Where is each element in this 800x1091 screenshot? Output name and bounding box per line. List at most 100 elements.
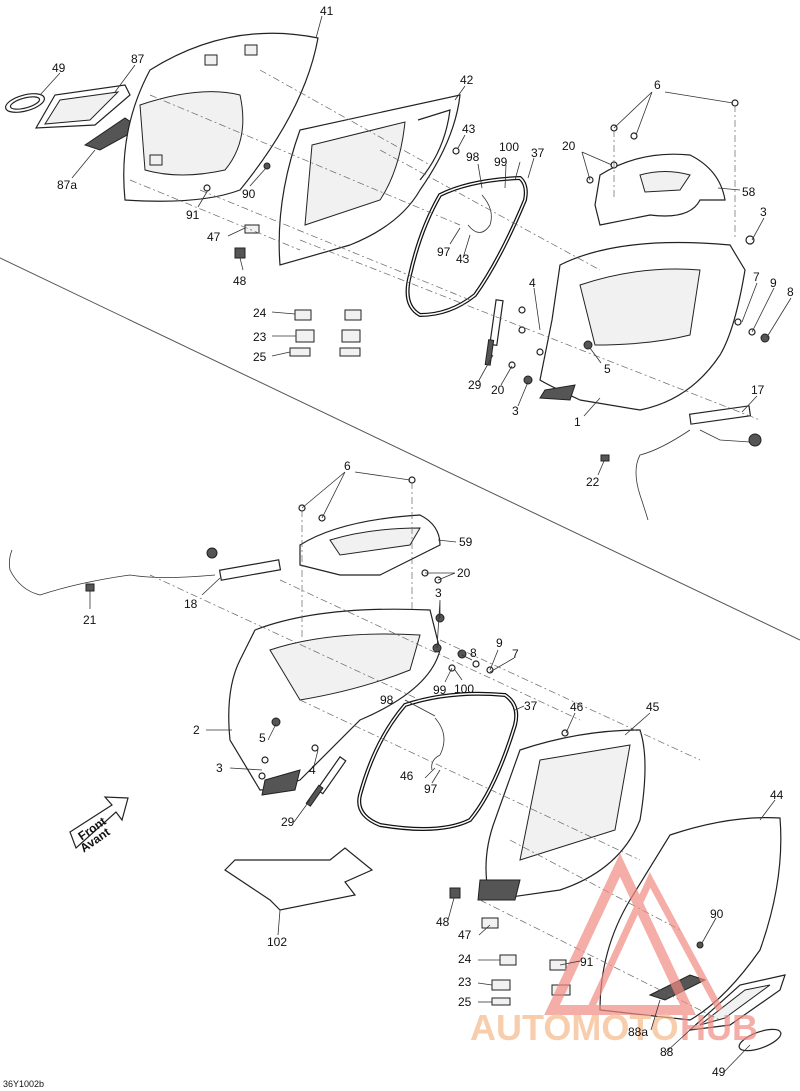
part-98-cable-lower [431, 717, 445, 771]
part-22-clip [600, 454, 610, 462]
callout-90b: 90 [710, 907, 724, 921]
part-102-plate [224, 847, 374, 911]
callout-9: 9 [770, 276, 777, 290]
callout-100b: 100 [454, 682, 474, 696]
part-29-strut-upper [484, 299, 504, 366]
callout-43: 43 [462, 122, 476, 136]
callout-48b: 48 [436, 915, 450, 929]
part-59-cover-lower [299, 514, 441, 576]
watermark-brand-b: HUB [680, 1007, 758, 1048]
callout-46: 46 [570, 700, 584, 714]
callout-5b: 5 [259, 731, 266, 745]
callout-8b: 8 [470, 646, 477, 660]
callout-91b: 91 [580, 955, 594, 969]
callout-48: 48 [233, 274, 247, 288]
callout-9b: 9 [496, 636, 503, 650]
callout-87a: 87a [57, 178, 77, 192]
callout-3: 3 [760, 205, 767, 219]
part-49-upper [4, 93, 46, 113]
callout-6b: 6 [344, 459, 351, 473]
callout-44: 44 [770, 788, 784, 802]
callout-4b: 4 [309, 763, 316, 777]
callout-42: 42 [460, 73, 474, 87]
callout-99b: 99 [433, 683, 447, 697]
part-29-strut-lower [305, 756, 347, 807]
callout-97b: 97 [424, 782, 438, 796]
callout-37b: 37 [524, 699, 538, 713]
callout-24b: 24 [458, 952, 472, 966]
callout-47b: 47 [458, 928, 472, 942]
part-42-inner-lid [278, 94, 461, 266]
part-98-cable-upper [467, 194, 492, 233]
part-87-emblem [34, 84, 131, 129]
callout-41: 41 [320, 4, 334, 18]
callout-98: 98 [466, 150, 480, 164]
callout-8: 8 [787, 285, 794, 299]
section-divider [0, 257, 800, 641]
callout-4: 4 [529, 276, 536, 290]
part-88-emblem-lower [688, 974, 786, 1031]
callout-47: 47 [207, 230, 221, 244]
callout-58: 58 [742, 185, 756, 199]
part-1-saddlebag-right [539, 241, 746, 411]
callout-20b: 20 [491, 383, 505, 397]
part-21-clip [85, 583, 95, 592]
callout-46b: 46 [400, 769, 414, 783]
callout-22: 22 [586, 475, 600, 489]
diagram-code: 36Y1002b [3, 1079, 44, 1089]
callout-98b: 98 [380, 693, 394, 707]
callout-24: 24 [253, 306, 267, 320]
callout-25b: 25 [458, 995, 472, 1009]
callout-3c: 3 [435, 586, 442, 600]
callout-45: 45 [646, 700, 660, 714]
callout-99: 99 [494, 155, 508, 169]
callout-7b: 7 [512, 647, 519, 661]
callout-29: 29 [468, 378, 482, 392]
watermark-brand-a: AUTOMOTO [470, 1007, 679, 1048]
part-44-lid-shell-lower [599, 817, 782, 1021]
callout-91: 91 [186, 208, 200, 222]
assembly-lines-upper [129, 69, 761, 421]
front-arrow [69, 796, 129, 850]
callout-59: 59 [459, 535, 473, 549]
callout-25: 25 [253, 350, 267, 364]
callout-88: 88 [660, 1045, 674, 1059]
part-58-upper-cover [594, 153, 726, 226]
callout-1: 1 [574, 415, 581, 429]
callout-23b: 23 [458, 975, 472, 989]
callout-17: 17 [751, 383, 765, 397]
callout-100: 100 [499, 140, 519, 154]
callout-20: 20 [562, 139, 576, 153]
leader-lines [39, 15, 792, 1073]
callout-88a: 88a [628, 1025, 648, 1039]
callout-labels: 41 49 87 87a 90 91 47 48 42 43 98 100 99… [52, 4, 794, 1079]
part-17-lock-upper [635, 405, 762, 521]
callout-43b: 43 [456, 252, 470, 266]
callout-20c: 20 [457, 566, 471, 580]
callout-6: 6 [654, 78, 661, 92]
callout-29b: 29 [281, 815, 295, 829]
callout-5: 5 [604, 362, 611, 376]
part-37-seal-lower [357, 691, 519, 831]
callout-49b: 49 [712, 1065, 726, 1079]
watermark-logo: AUTOMOTO HUB [470, 853, 758, 1048]
part-37-seal-upper [405, 175, 528, 318]
callout-90: 90 [242, 187, 256, 201]
callout-7: 7 [753, 270, 760, 284]
callout-2: 2 [193, 723, 200, 737]
callout-97: 97 [437, 245, 451, 259]
callout-18: 18 [184, 597, 198, 611]
part-2-saddlebag-left [228, 608, 441, 796]
callout-102: 102 [267, 935, 287, 949]
callout-87: 87 [131, 52, 145, 66]
assembly-lines-lower [149, 482, 721, 1021]
part-18-lock-lower [8, 547, 282, 596]
callout-37: 37 [531, 146, 545, 160]
callout-23: 23 [253, 330, 267, 344]
screws-lower [258, 476, 704, 949]
callout-3d: 3 [216, 761, 223, 775]
callout-49: 49 [52, 61, 66, 75]
part-45-inner-lid-lower [477, 729, 646, 901]
